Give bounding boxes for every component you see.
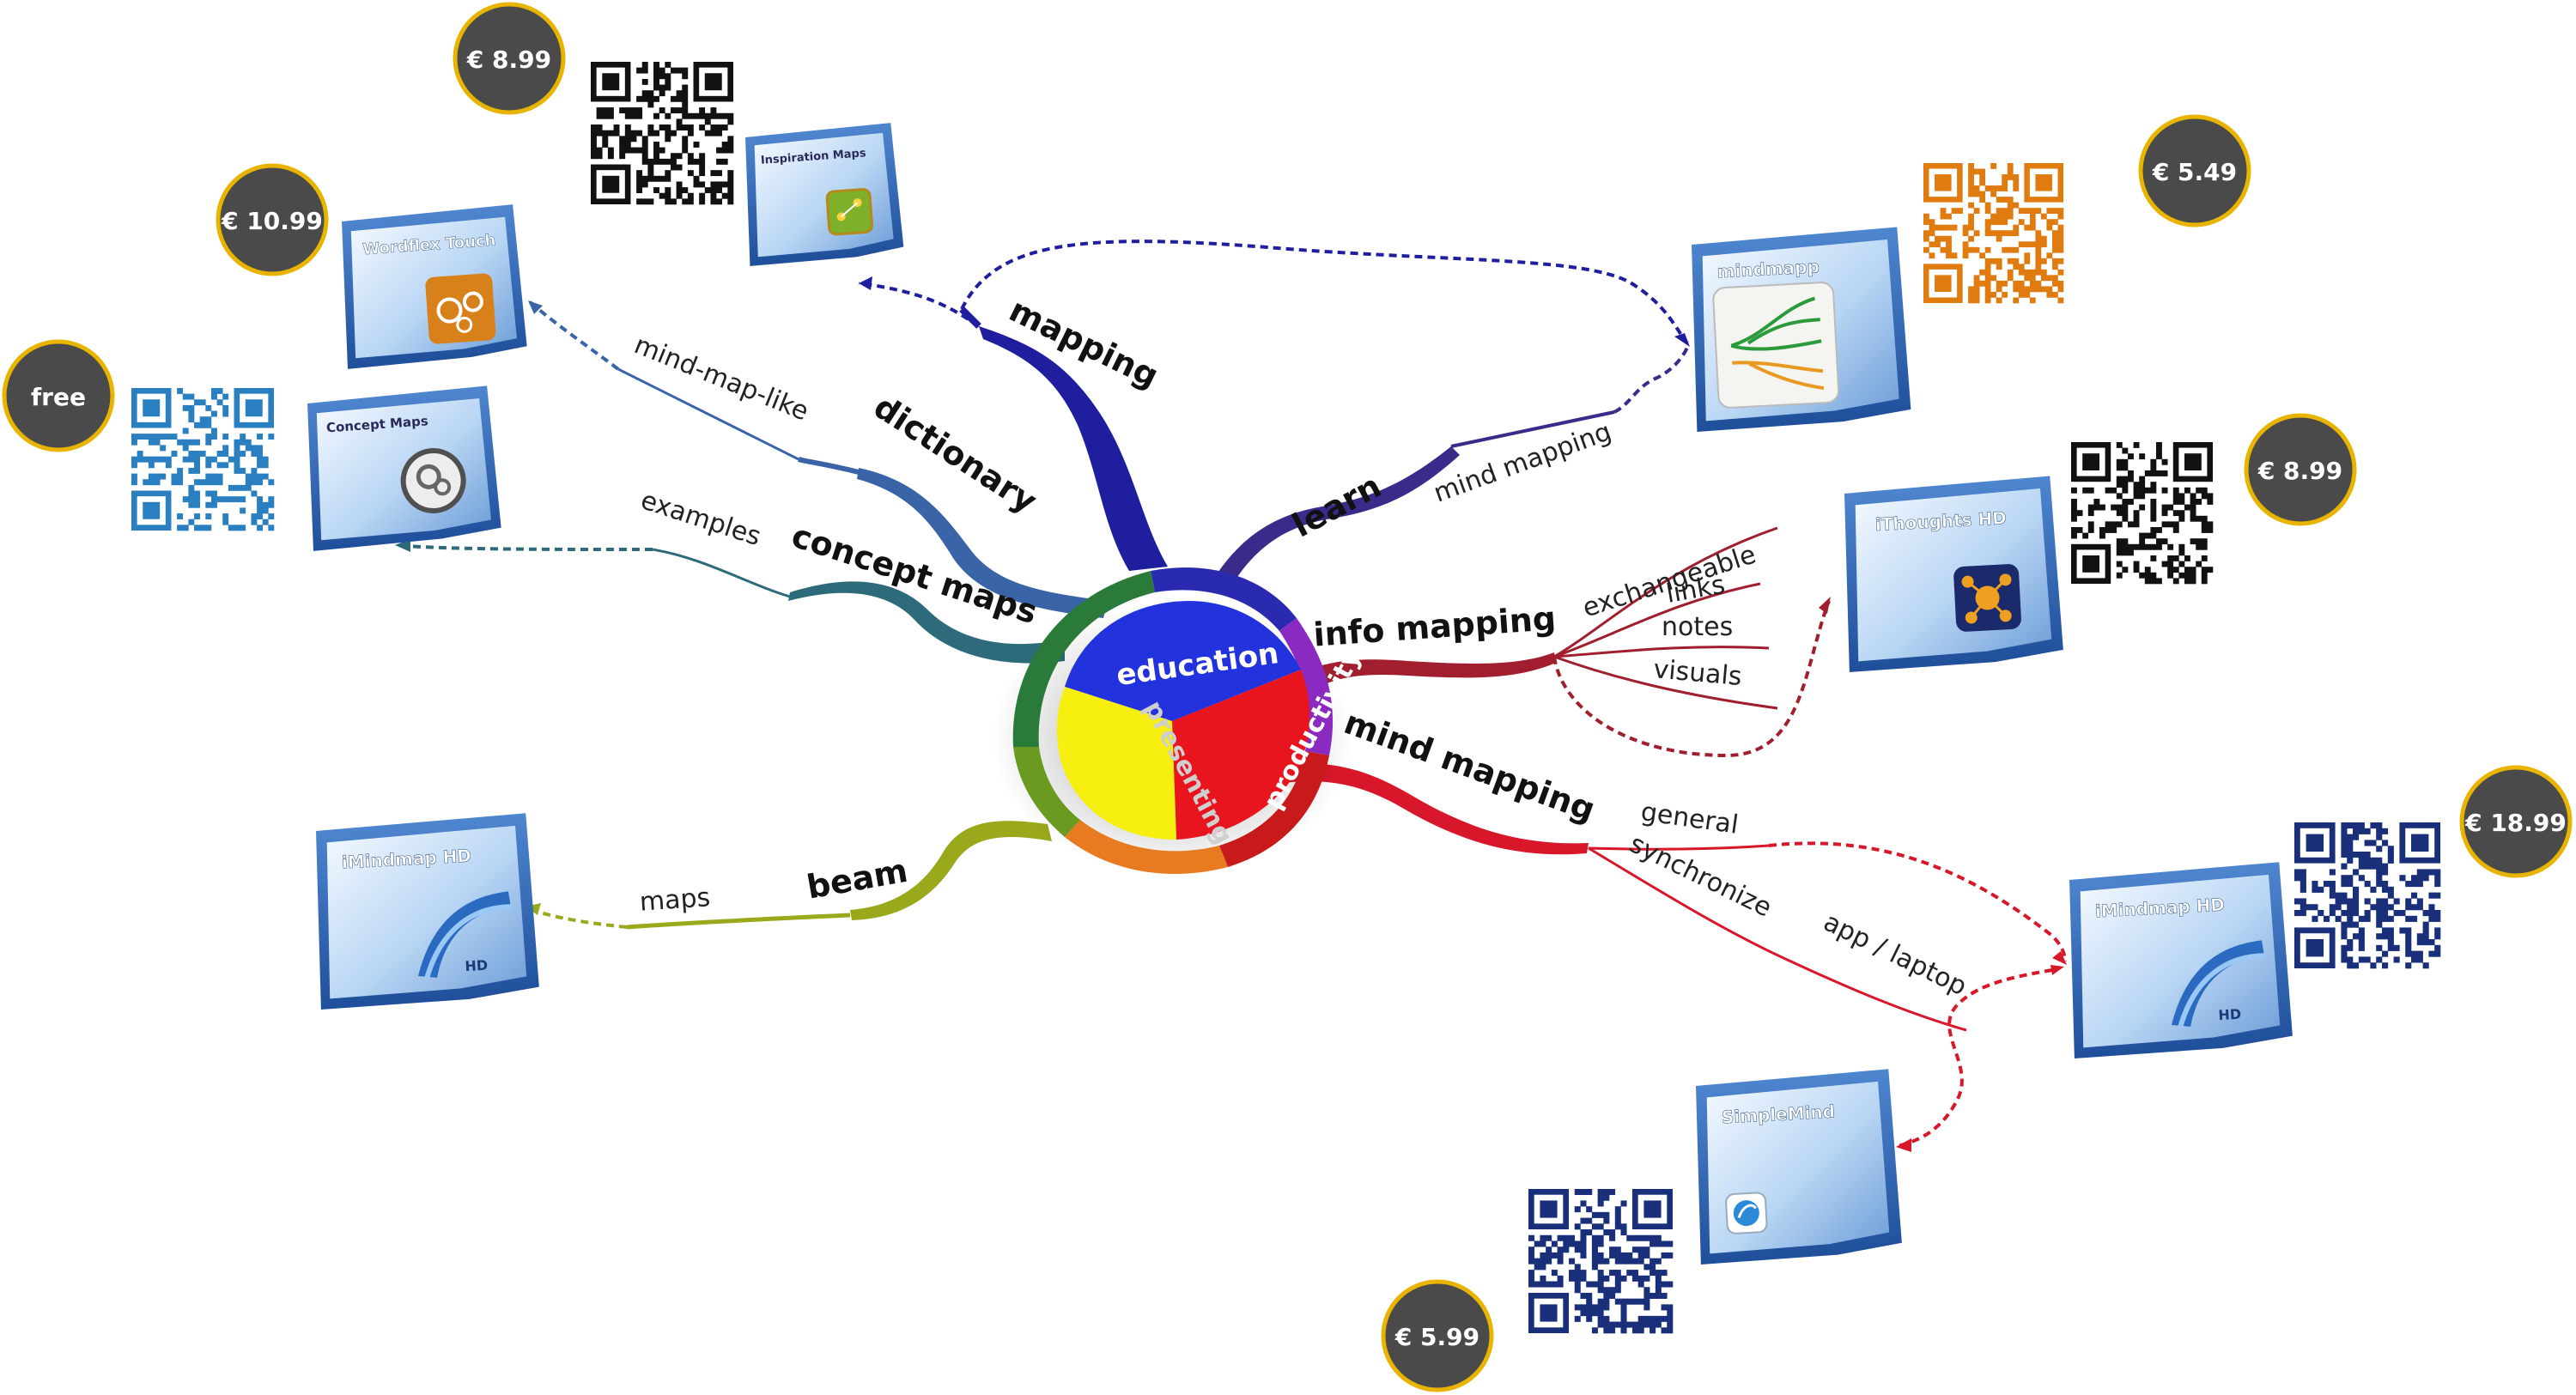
qr-code	[1528, 1189, 1674, 1334]
imindmap-icon: HD	[2172, 940, 2264, 1028]
branch-mind-mapping	[1284, 763, 1589, 855]
branch-beam	[626, 821, 1052, 930]
svg-text:€ 5.49: € 5.49	[2152, 158, 2237, 186]
wordflex-icon	[425, 273, 496, 344]
branch-label-learn: learn	[1286, 467, 1388, 545]
price-badge-concept-maps: free	[2, 339, 115, 452]
branch-label-mapping: mapping	[1004, 291, 1164, 395]
hd-badge: HD	[465, 957, 489, 974]
app-card-imindmap-hd-left[interactable]: iMindmap HD HD	[312, 813, 540, 1010]
branch-label-dictionary: dictionary	[867, 388, 1044, 521]
simplemind-icon	[1725, 1192, 1768, 1234]
branch-label-beam: beam	[804, 852, 910, 907]
imindmap-icon: HD	[418, 891, 511, 980]
branch-learn	[1211, 410, 1615, 592]
inspiration-maps-icon	[825, 188, 873, 236]
price-badge-wordflex: € 10.99	[216, 163, 329, 276]
sub-label-visuals: visuals	[1652, 654, 1743, 692]
hub-segment-education	[1065, 601, 1301, 721]
sub-branch-lines	[617, 367, 1967, 1032]
branch-label-info-mapping: info mapping	[1312, 599, 1557, 654]
app-card-simplemind[interactable]: SimpleMind	[1692, 1069, 1903, 1265]
branch-label-mind-mapping: mind mapping	[1340, 703, 1601, 828]
price-badge-mindmapp: € 5.49	[2138, 114, 2251, 227]
sub-label-mind-map-like: mind-map-like	[630, 330, 813, 427]
app-card-inspiration-maps[interactable]: Inspiration Maps	[741, 123, 904, 266]
qr-code	[2071, 442, 2214, 585]
branch-concept-maps	[788, 581, 1065, 664]
hub-segment-presenting	[1056, 687, 1176, 840]
sub-label-examples: examples	[637, 485, 764, 552]
app-card-concept-maps[interactable]: Concept Maps	[303, 385, 502, 551]
arrowheads	[395, 276, 2067, 1152]
branch-info-mapping	[1279, 652, 1556, 706]
svg-text:€ 8.99: € 8.99	[2257, 457, 2342, 485]
sub-label-notes: notes	[1662, 612, 1733, 642]
sub-label-synchronize: synchronize	[1625, 828, 1777, 923]
svg-text:€ 5.99: € 5.99	[1394, 1323, 1479, 1351]
qr-code	[131, 388, 275, 531]
sub-label-app-laptop: app / laptop	[1819, 907, 1971, 1003]
price-badge-simplemind: € 5.99	[1381, 1279, 1494, 1392]
dashed-arrows	[394, 240, 2067, 1148]
svg-text:€ 18.99: € 18.99	[2464, 809, 2567, 837]
qr-code	[2294, 822, 2441, 969]
svg-text:€ 10.99: € 10.99	[221, 207, 323, 235]
qr-code	[591, 62, 734, 205]
svg-text:€ 8.99: € 8.99	[466, 45, 551, 74]
svg-text:free: free	[31, 383, 86, 411]
branch-dictionary	[798, 457, 1108, 618]
hub-segment-productivity	[1172, 670, 1310, 840]
qr-codes	[131, 62, 2441, 1334]
sub-label-maps: maps	[639, 882, 712, 918]
app-card-imindmap-hd-right[interactable]: iMindmap HD HD	[2065, 862, 2293, 1058]
price-badge-ithoughts: € 8.99	[2244, 413, 2357, 526]
app-card-ithoughts-hd[interactable]: iThoughts HD	[1840, 476, 2064, 672]
ithoughts-icon	[1953, 564, 2021, 632]
mindmapp-icon	[1712, 282, 1840, 409]
app-card-mindmapp[interactable]: mindmapp	[1687, 227, 1911, 432]
hub-ring	[1012, 567, 1334, 874]
hd-badge: HD	[2218, 1006, 2242, 1023]
central-hub: education productivity presenting	[992, 567, 1368, 876]
concept-maps-icon	[400, 447, 466, 513]
price-badge-inspiration-maps: € 8.99	[453, 2, 566, 115]
qr-code	[1923, 163, 2064, 304]
app-card-wordflex-touch[interactable]: Wordflex Touch	[337, 204, 528, 369]
price-badge-imindmap: € 18.99	[2459, 765, 2573, 878]
sub-label-general: general	[1639, 797, 1741, 840]
